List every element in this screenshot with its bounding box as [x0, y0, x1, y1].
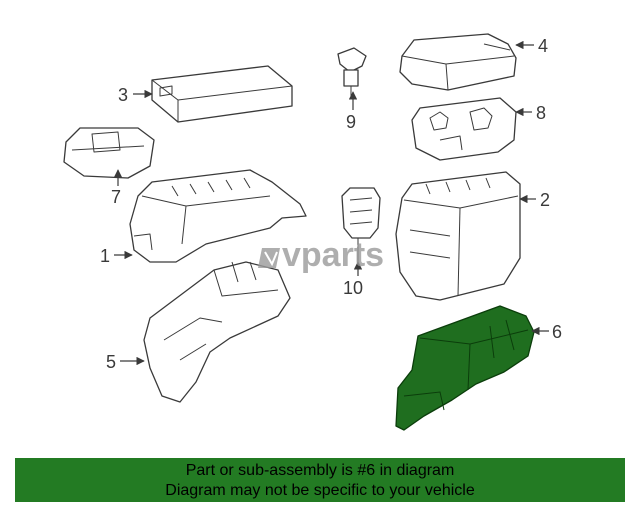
part-1-fuse-box[interactable] [129, 169, 307, 263]
callout-6: 6 [531, 322, 562, 342]
callout-9-label: 9 [346, 112, 356, 132]
part-2-relay-box[interactable] [395, 171, 521, 301]
callout-5: 5 [106, 352, 145, 372]
part-9-clip[interactable] [337, 47, 367, 96]
callout-4: 4 [515, 36, 548, 56]
info-banner: Part or sub-assembly is #6 in diagram Di… [15, 458, 625, 502]
vparts-watermark-logo: vparts [258, 236, 384, 274]
banner-line-2: Diagram may not be specific to your vehi… [165, 482, 475, 499]
callout-2: 2 [519, 190, 550, 210]
callout-5-label: 5 [106, 352, 116, 372]
callout-3-label: 3 [118, 85, 128, 105]
callout-10: 10 [343, 261, 363, 298]
part-7-bracket[interactable] [63, 127, 155, 179]
banner-line-1: Part or sub-assembly is #6 in diagram [185, 462, 455, 479]
callout-3: 3 [118, 85, 153, 105]
part-3-cover[interactable] [151, 65, 293, 123]
callout-1-label: 1 [100, 246, 110, 266]
callout-6-label: 6 [552, 322, 562, 342]
callout-2-label: 2 [540, 190, 550, 210]
part-10-connector[interactable] [341, 187, 381, 262]
part-8-relay-block[interactable] [411, 97, 517, 161]
callout-7: 7 [111, 169, 123, 207]
callout-1: 1 [100, 246, 133, 266]
watermark-text: vparts [282, 236, 384, 274]
callout-7-label: 7 [111, 187, 121, 207]
callout-8: 8 [515, 103, 546, 123]
callout-4-label: 4 [538, 36, 548, 56]
callout-8-label: 8 [536, 103, 546, 123]
part-5-lower-bracket[interactable] [143, 261, 291, 403]
callout-9: 9 [346, 91, 358, 132]
part-4-upper-cover[interactable] [399, 33, 517, 91]
callout-10-label: 10 [343, 278, 363, 298]
part-6-highlighted-cover[interactable] [395, 305, 535, 431]
